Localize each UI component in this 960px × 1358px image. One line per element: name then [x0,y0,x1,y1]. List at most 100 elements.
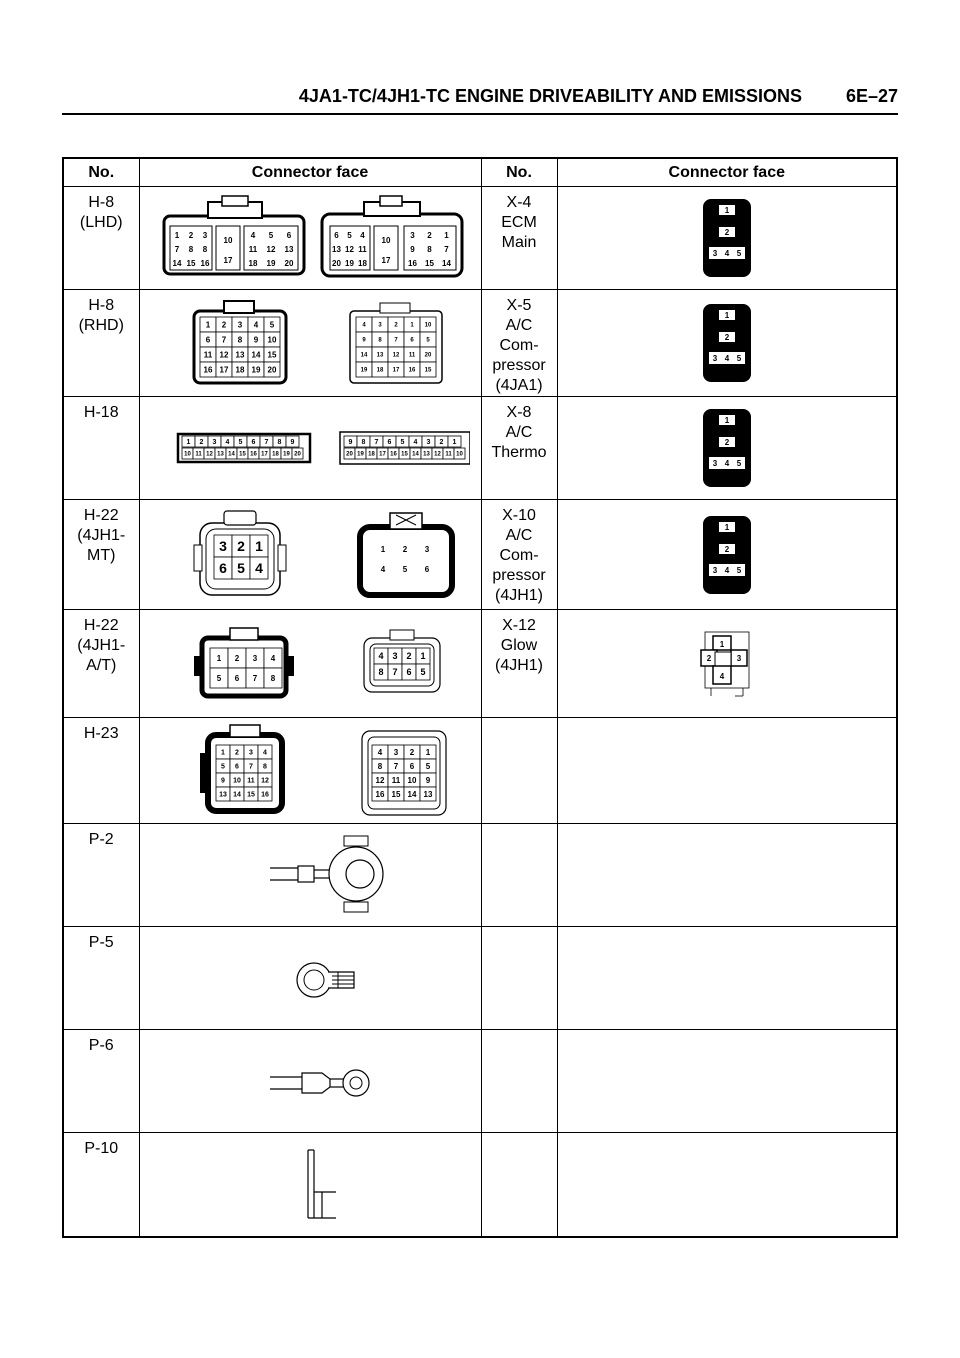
pin-label: 10 [408,775,417,784]
pin-label: 14 [442,259,451,268]
pin-label: 2 [725,545,730,554]
pin-label: 16 [409,368,416,374]
pin-cell [732,352,745,364]
connector-no: H-8 (RHD) [62,289,140,397]
pin-label: 14 [252,350,261,359]
pin-label: 14 [228,452,235,458]
connector-no: H-22 (4JH1- MT) [62,499,140,610]
connector-no: P-2 [62,823,140,927]
pin-label: 6 [388,439,392,446]
pin-label: 2 [707,654,712,663]
pin-label: 4 [254,320,259,329]
pin-label: 5 [269,231,274,240]
pin-label: 20 [285,259,294,268]
pin-label: 2 [725,438,730,447]
pin-label: 11 [204,350,213,359]
pin-label: 8 [189,245,194,254]
pin-label: 1 [221,749,225,756]
pin-label: 15 [247,791,255,798]
connector-no: H-8 (LHD) [62,186,140,290]
pin-label: 13 [332,245,341,254]
pin-label: 16 [201,259,210,268]
pin-label: 4 [251,231,256,240]
pin-label: 8 [378,667,383,677]
pin-label: 6 [425,564,430,573]
pin-cell [720,247,733,259]
pin-label: 3 [737,654,742,663]
pin-label: 9 [291,439,295,446]
pin-label: 6 [410,338,414,344]
pin-label: 20 [346,452,353,458]
pin-label: 2 [235,749,239,756]
pin-label: 5 [737,459,742,468]
pin-label: 1 [725,416,730,425]
pin-cell [447,435,462,448]
pin-label: 2 [427,231,432,240]
connector-no: H-18 [62,396,140,500]
pin-label: 1 [426,747,431,756]
pin-cell [720,352,733,364]
pin-label: 1 [410,323,414,329]
pin-label: 3 [213,439,217,446]
pin-label: 1 [255,538,263,554]
pin-label: 7 [249,763,253,770]
pin-label: 5 [401,439,405,446]
connector-diagram: 1 2 3 4 [700,631,750,696]
pin-label: 13 [285,245,294,254]
pin-label: 3 [253,653,258,662]
pin-label: 5 [737,249,742,258]
pin-label: 20 [425,353,432,359]
connector-face-p10 [138,1132,482,1237]
col-header-no: No. [62,157,140,187]
col-header-face-2: Connector face [556,157,898,187]
connector-face-p6 [138,1029,482,1133]
pin-cell [718,437,735,447]
pin-label: 9 [410,245,415,254]
pin-label: 6 [334,231,339,240]
col-header-no-2: No. [480,157,558,187]
pin-label: 12 [376,775,385,784]
pin-label: 16 [204,365,213,374]
pin-label: 1 [381,544,386,553]
pin-label: 5 [426,338,430,344]
terminal-diagram [270,1069,370,1097]
pin-label: 4 [360,231,365,240]
pin-label: 5 [403,564,408,573]
connector-no: P-5 [62,926,140,1030]
connector-no: P-6 [62,1029,140,1133]
pin-cell [718,415,735,425]
connector-face-x12: 1 2 3 4 [556,609,898,718]
pin-label: 20 [332,259,341,268]
pin-label: 4 [725,459,730,468]
table-row: P-6 [62,1029,898,1133]
pin-label: 19 [345,259,354,268]
pin-label: 13 [423,452,430,458]
pin-label: 8 [362,439,366,446]
pin-label: 4 [725,249,730,258]
pin-label: 10 [382,236,391,245]
pin-label: 15 [425,368,432,374]
pin-cell [732,457,745,469]
pin-label: 1 [187,439,191,446]
connector-no [480,926,558,1030]
pin-label: 12 [261,777,269,784]
pin-label: 12 [434,452,441,458]
pin-label: 20 [294,452,301,458]
pin-label: 2 [189,231,194,240]
pin-label: 2 [235,653,240,662]
pin-label: 3 [713,459,718,468]
pin-label: 3 [713,354,718,363]
pin-cell [720,457,733,469]
pin-label: 17 [224,256,233,265]
connector-no: P-10 [62,1132,140,1237]
pin-label: 17 [382,256,391,265]
